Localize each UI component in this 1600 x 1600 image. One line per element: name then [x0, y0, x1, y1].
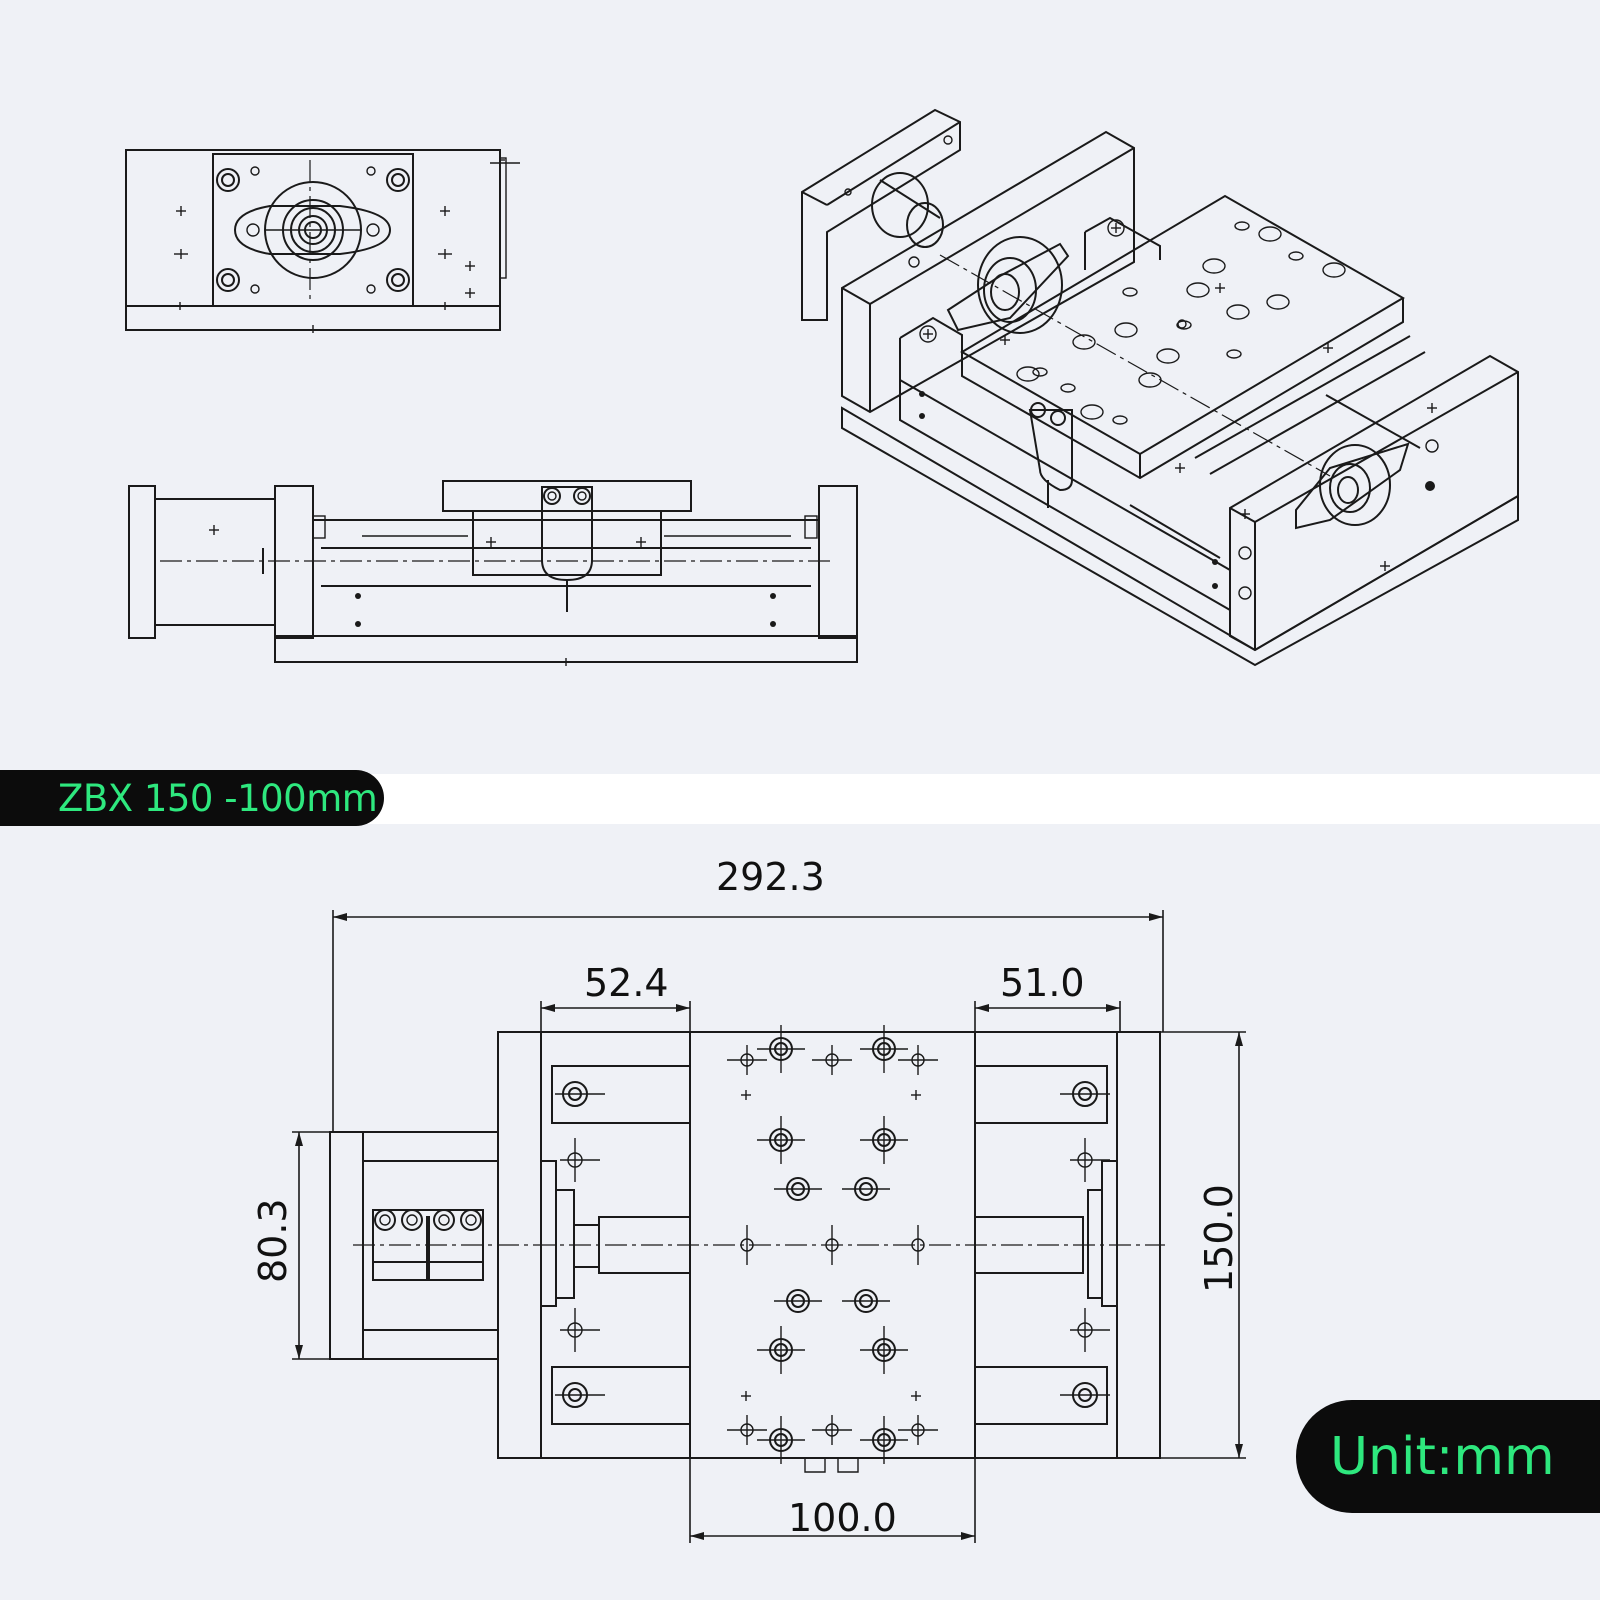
unit-badge: Unit:mm: [1296, 1400, 1600, 1513]
product-title: ZBX 150 -100mm: [58, 776, 378, 820]
dim-table-width: 100.0: [788, 1496, 897, 1540]
dim-overall-length: 292.3: [716, 855, 825, 899]
unit-label: Unit:mm: [1330, 1426, 1555, 1487]
dim-left-block: 52.4: [584, 961, 669, 1005]
product-title-badge: ZBX 150 -100mm: [0, 770, 384, 826]
dim-overall-width: 150.0: [1197, 1184, 1241, 1293]
front-view-bolts: [216, 166, 410, 294]
top-view: [329, 1025, 1165, 1473]
dim-motor-width: 80.3: [251, 1198, 295, 1283]
front-view: [125, 149, 520, 333]
side-view: [128, 480, 858, 666]
dim-right-block: 51.0: [1000, 961, 1085, 1005]
dimension-lines: [292, 910, 1246, 1543]
isometric-view: [801, 108, 1519, 667]
